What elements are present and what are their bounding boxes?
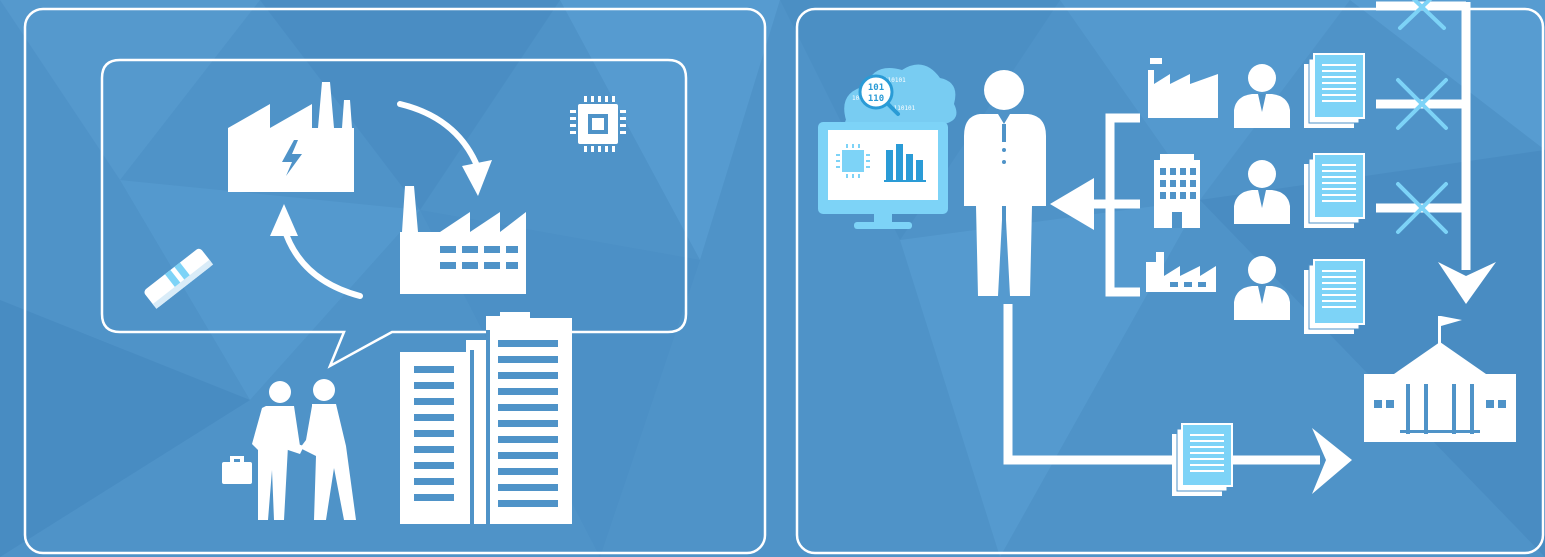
binary-text: 101 — [868, 83, 884, 93]
worker-icon — [1234, 256, 1290, 320]
document-stack-icon — [1304, 53, 1365, 128]
worker-icon — [1234, 160, 1290, 224]
monitor-icon — [818, 122, 948, 229]
magnifier-icon: 101 110 — [858, 74, 900, 116]
industrial-building-icon — [1146, 252, 1216, 292]
speech-bubble-icon — [100, 58, 688, 369]
office-building-icon — [1154, 154, 1200, 228]
document-stack-icon — [1304, 259, 1365, 334]
document-stack-icon — [1304, 153, 1365, 228]
power-plant-icon — [228, 82, 354, 192]
binary-text: 0110101 — [890, 105, 916, 112]
document-stack-icon — [1172, 423, 1233, 496]
arrow-head-icon — [270, 204, 298, 236]
handshake-people-icon — [252, 379, 356, 520]
businessman-icon — [964, 70, 1046, 296]
arrow-head-icon — [1050, 178, 1094, 230]
chip-icon — [570, 96, 626, 152]
briefcase-icon — [222, 456, 252, 484]
binary-text: 110 — [868, 94, 884, 104]
right-panel-frame — [795, 7, 1545, 555]
arrow-head-icon — [1438, 262, 1496, 304]
factory-icon — [1148, 58, 1218, 118]
bracket-connector — [1090, 113, 1140, 297]
worker-icon — [1234, 64, 1290, 128]
bar-graph-icon — [884, 144, 926, 182]
cross-icon — [1396, 78, 1448, 130]
arrow-head-icon — [462, 160, 492, 196]
usb-stick-icon — [144, 248, 214, 309]
arrow-head-icon — [1312, 428, 1352, 494]
cycle-arrows-icon — [281, 101, 481, 299]
left-panel-frame — [23, 7, 767, 555]
chip-icon — [836, 144, 870, 178]
cross-icon — [1398, 0, 1446, 30]
factory-icon — [400, 186, 526, 294]
office-buildings-icon — [400, 312, 572, 524]
cross-icon — [1396, 182, 1448, 234]
government-building-icon — [1364, 316, 1516, 442]
